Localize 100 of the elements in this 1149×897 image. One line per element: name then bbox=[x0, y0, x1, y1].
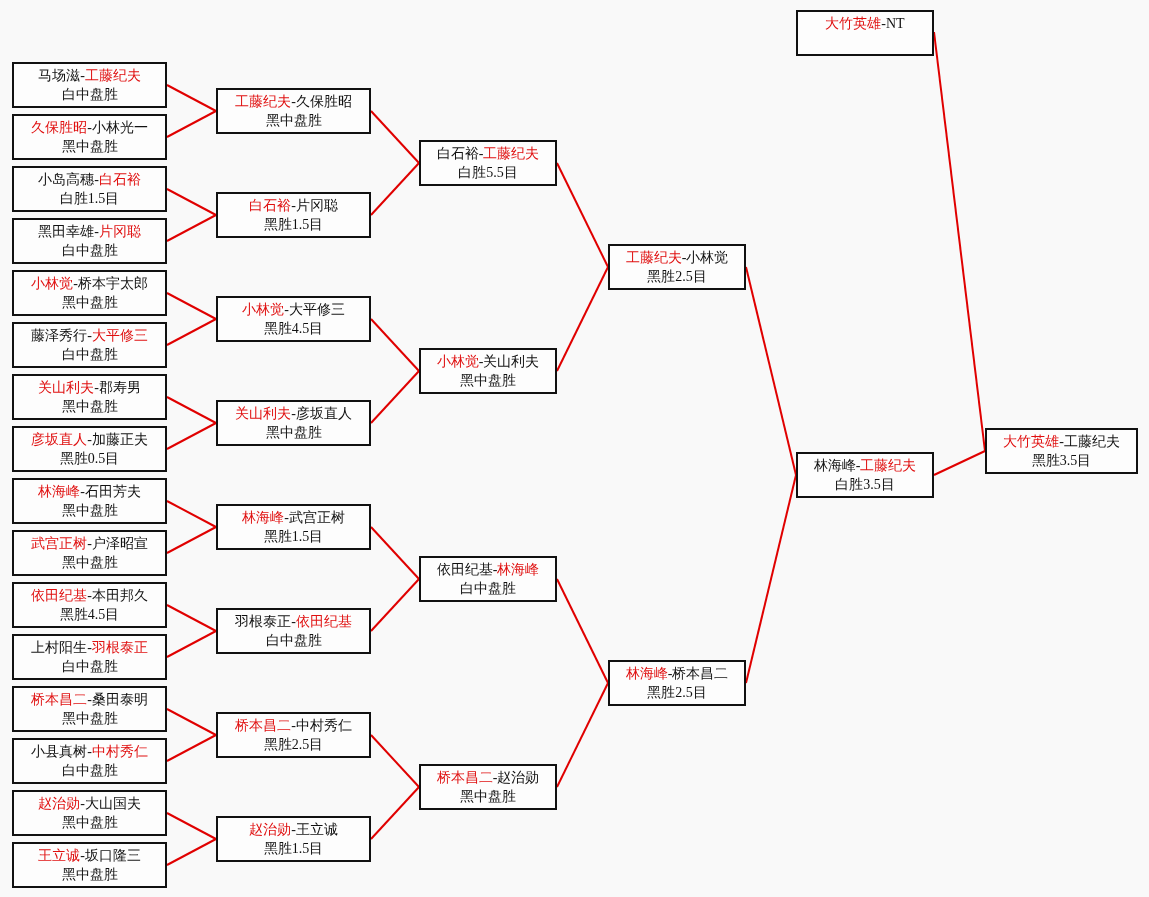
match-box bbox=[216, 608, 371, 654]
match-box bbox=[12, 426, 167, 472]
players-text: 上村阳生-羽根泰正 bbox=[31, 639, 148, 657]
players-text: 关山利夫-郡寿男 bbox=[38, 379, 141, 397]
result-text: 黑中盘胜 bbox=[61, 866, 118, 884]
match-box bbox=[12, 478, 167, 524]
match-box bbox=[216, 816, 371, 862]
players-text: 桥本昌二-桑田泰明 bbox=[31, 691, 148, 709]
bracket-line bbox=[166, 84, 217, 112]
match-box bbox=[216, 712, 371, 758]
players-text: 工藤纪夫-久保胜昭 bbox=[235, 93, 352, 111]
result-text: 白中盘胜 bbox=[61, 86, 118, 104]
match-box bbox=[12, 686, 167, 732]
match-box bbox=[12, 842, 167, 888]
match-box bbox=[12, 322, 167, 368]
match-box bbox=[796, 452, 934, 498]
players-text: 关山利夫-彦坂直人 bbox=[235, 405, 352, 423]
players-text: 久保胜昭-小林光一 bbox=[31, 119, 148, 137]
result-text: 黑胜1.5目 bbox=[263, 840, 324, 858]
result-text: 黑中盘胜 bbox=[460, 372, 516, 390]
bracket-line bbox=[166, 630, 217, 658]
players-text: 林海峰-石田芳夫 bbox=[38, 483, 141, 501]
players-text: 小岛高穗-白石裕 bbox=[38, 171, 141, 189]
bracket-line bbox=[166, 838, 217, 866]
match-box bbox=[12, 530, 167, 576]
players-text: 桥本昌二-赵治勋 bbox=[436, 769, 540, 787]
result-text: 白胜1.5目 bbox=[59, 190, 120, 208]
players-text: 小林觉-大平修三 bbox=[242, 301, 345, 319]
players-text: 马场滋-工藤纪夫 bbox=[38, 67, 141, 85]
bracket-line bbox=[370, 110, 420, 164]
bracket-line bbox=[556, 162, 609, 268]
bracket-line bbox=[370, 526, 420, 580]
players-text: 林海峰-工藤纪夫 bbox=[813, 457, 917, 475]
bracket-line bbox=[370, 370, 420, 424]
players-text: 藤泽秀行-大平修三 bbox=[31, 327, 148, 345]
players-text: 小林觉-关山利夫 bbox=[436, 353, 540, 371]
bracket-line bbox=[370, 786, 420, 840]
match-box bbox=[796, 10, 934, 56]
result-text: 黑中盘胜 bbox=[61, 502, 118, 520]
result-text: 白中盘胜 bbox=[61, 762, 118, 780]
result-text: 黑胜1.5目 bbox=[263, 528, 324, 546]
bracket-line bbox=[556, 682, 609, 788]
match-box bbox=[419, 764, 557, 810]
bracket-line bbox=[370, 318, 420, 372]
match-box bbox=[216, 88, 371, 134]
match-box bbox=[12, 218, 167, 264]
players-text: 王立诚-坂口隆三 bbox=[38, 847, 141, 865]
match-box bbox=[12, 582, 167, 628]
result-text: 白胜3.5目 bbox=[835, 476, 895, 494]
bracket-line bbox=[166, 734, 217, 762]
match-box bbox=[608, 244, 746, 290]
result-text: 黑胜4.5目 bbox=[59, 606, 120, 624]
bracket-line bbox=[370, 734, 420, 788]
match-box bbox=[216, 400, 371, 446]
bracket-line bbox=[166, 110, 217, 138]
players-text: 林海峰-武宫正树 bbox=[242, 509, 345, 527]
result-text: 黑胜4.5目 bbox=[263, 320, 324, 338]
match-box bbox=[12, 634, 167, 680]
players-text: 桥本昌二-中村秀仁 bbox=[235, 717, 352, 735]
result-text: 黑胜2.5目 bbox=[647, 268, 707, 286]
result-text: 白中盘胜 bbox=[61, 346, 118, 364]
match-box bbox=[985, 428, 1138, 474]
players-text: 白石裕-工藤纪夫 bbox=[436, 145, 540, 163]
bracket-line bbox=[370, 578, 420, 632]
match-box bbox=[12, 374, 167, 420]
bracket-line bbox=[370, 162, 420, 216]
players-text: 武宫正树-户泽昭宣 bbox=[31, 535, 148, 553]
bracket-line bbox=[166, 422, 217, 450]
result-text: 黑胜0.5目 bbox=[59, 450, 120, 468]
match-box bbox=[12, 270, 167, 316]
players-text: 赵治勋-大山国夫 bbox=[38, 795, 141, 813]
result-text: 白中盘胜 bbox=[61, 242, 118, 260]
match-box bbox=[12, 114, 167, 160]
bracket-line bbox=[166, 318, 217, 346]
result-text: 黑中盘胜 bbox=[61, 814, 118, 832]
match-box bbox=[419, 556, 557, 602]
players-text: 小林觉-桥本宇太郎 bbox=[31, 275, 148, 293]
result-text: 黑中盘胜 bbox=[61, 710, 118, 728]
match-box bbox=[12, 738, 167, 784]
result-text: 黑中盘胜 bbox=[61, 554, 118, 572]
match-box bbox=[12, 790, 167, 836]
bracket-line bbox=[166, 604, 217, 632]
players-text: 赵治勋-王立诚 bbox=[249, 821, 338, 839]
match-box bbox=[12, 166, 167, 212]
match-box bbox=[216, 296, 371, 342]
match-box bbox=[419, 140, 557, 186]
result-text: 白中盘胜 bbox=[460, 580, 516, 598]
bracket-line bbox=[166, 526, 217, 554]
match-box bbox=[608, 660, 746, 706]
result-text: 黑中盘胜 bbox=[61, 294, 118, 312]
bracket-line bbox=[556, 266, 609, 372]
result-text: 黑胜3.5目 bbox=[1031, 452, 1092, 470]
result-text: 黑胜1.5目 bbox=[263, 216, 324, 234]
result-text: 黑中盘胜 bbox=[460, 788, 516, 806]
players-text: 大竹英雄-NT bbox=[825, 15, 905, 33]
match-box bbox=[216, 504, 371, 550]
bracket-line bbox=[556, 578, 609, 684]
bracket-line bbox=[166, 214, 217, 242]
bracket-line bbox=[933, 450, 986, 476]
players-text: 黑田幸雄-片冈聪 bbox=[38, 223, 141, 241]
